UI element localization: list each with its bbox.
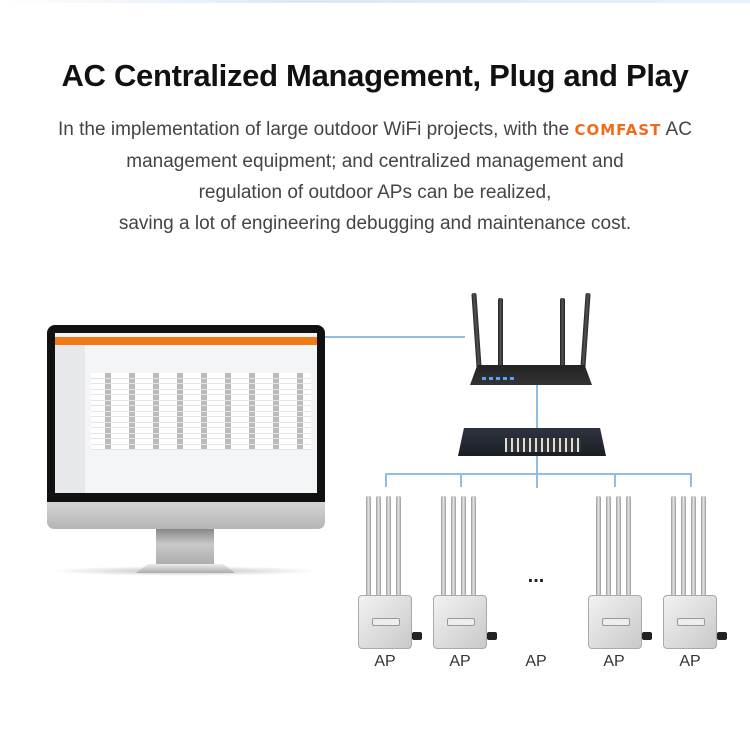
router-led: [496, 377, 500, 380]
description-part2: AC management equipment; and centralized…: [126, 119, 692, 172]
router-led: [489, 377, 493, 380]
ap-antenna: [606, 496, 611, 596]
ap-connector: [487, 632, 497, 640]
router: [470, 365, 592, 385]
ap-antenna: [671, 496, 676, 596]
ap-antenna: [626, 496, 631, 596]
router-antenna: [580, 292, 591, 369]
description-line4: saving a lot of engineering debugging an…: [118, 213, 632, 234]
ap-label: AP: [525, 653, 547, 670]
outdoor-ap: [358, 595, 412, 649]
ap-antenna: [681, 496, 686, 596]
router-antenna: [471, 292, 482, 369]
ap-label: AP: [679, 653, 701, 670]
ui-header-bar: [55, 337, 317, 345]
link-switch-down: [536, 456, 538, 488]
ap-antenna: [616, 496, 621, 596]
ap-label: AP: [374, 653, 396, 670]
ui-sidebar: [55, 345, 85, 493]
ac-management-screen: [55, 333, 317, 493]
ap-connector: [717, 632, 727, 640]
outdoor-ap: [663, 595, 717, 649]
router-antenna: [560, 298, 565, 368]
ap-antenna: [366, 496, 371, 596]
ap-antenna: [451, 496, 456, 596]
comfast-logo: COMFAST: [574, 121, 662, 139]
ap-connector: [642, 632, 652, 640]
ui-ap-table: [91, 373, 311, 450]
ap-logo-plate: [677, 618, 705, 626]
switch-ports: [505, 438, 581, 452]
router-led: [510, 377, 514, 380]
top-divider: [0, 0, 750, 3]
link-ap-5: [690, 473, 692, 487]
router-antenna: [498, 298, 503, 368]
description: In the implementation of large outdoor W…: [20, 114, 730, 239]
link-monitor-router: [325, 336, 465, 338]
ap-antenna: [596, 496, 601, 596]
ap-logo-plate: [447, 618, 475, 626]
ap-antenna: [386, 496, 391, 596]
link-ap-bus: [385, 473, 692, 475]
router-led: [503, 377, 507, 380]
outdoor-ap: [588, 595, 642, 649]
ap-antenna: [471, 496, 476, 596]
link-ap-4: [614, 473, 616, 487]
router-led: [482, 377, 486, 380]
ap-label: AP: [603, 653, 625, 670]
ap-antenna: [691, 496, 696, 596]
ap-connector: [412, 632, 422, 640]
ap-logo-plate: [602, 618, 630, 626]
description-line3: regulation of outdoor APs can be realize…: [198, 182, 552, 203]
monitor-stand: [156, 529, 214, 567]
ap-antenna: [701, 496, 706, 596]
ap-antenna: [396, 496, 401, 596]
ap-antenna: [376, 496, 381, 596]
monitor-base: [136, 564, 235, 573]
ap-label: AP: [449, 653, 471, 670]
ap-antenna: [461, 496, 466, 596]
ap-logo-plate: [372, 618, 400, 626]
link-router-switch: [536, 385, 538, 428]
more-aps-ellipsis: ...: [527, 565, 545, 587]
link-ap-2: [460, 473, 462, 487]
description-part1: In the implementation of large outdoor W…: [58, 119, 570, 140]
page-title: AC Centralized Management, Plug and Play: [61, 58, 689, 93]
monitor-chin: [47, 502, 325, 529]
link-ap-1: [385, 473, 387, 487]
ap-antenna: [441, 496, 446, 596]
outdoor-ap: [433, 595, 487, 649]
